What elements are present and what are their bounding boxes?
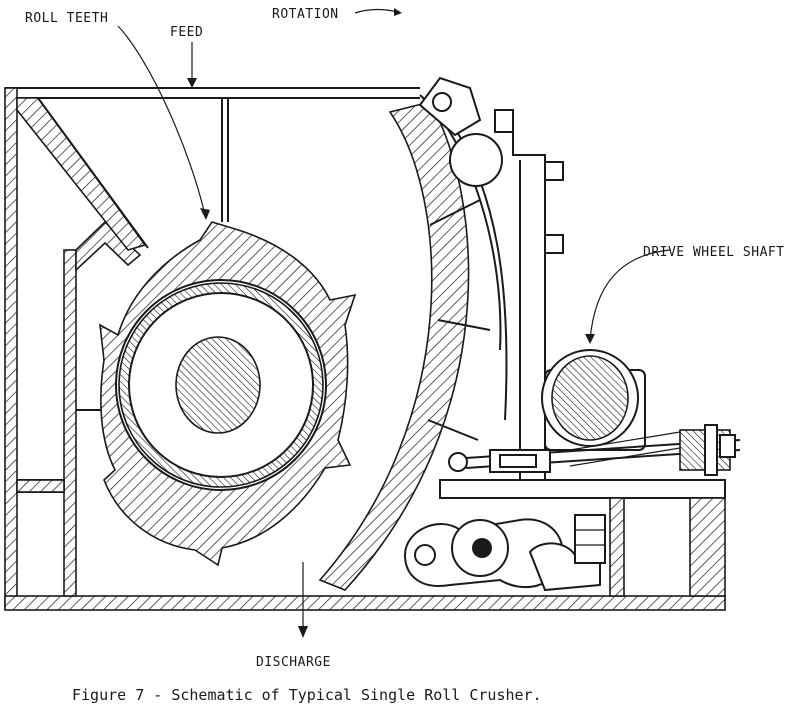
label-roll-teeth: ROLL TEETH [25, 11, 108, 26]
crushing-roll [99, 221, 357, 567]
label-discharge: DISCHARGE [256, 655, 331, 670]
discharge-arrow [298, 562, 308, 638]
feed-chute-liner [16, 42, 229, 251]
rotation-arrow [354, 8, 402, 16]
breaker-plate [318, 76, 514, 591]
label-feed: FEED [170, 25, 203, 40]
tension-rod-spring [448, 424, 741, 476]
leader-lines [117, 25, 671, 344]
drive-wheel [541, 349, 646, 451]
label-rotation: ROTATION [272, 7, 339, 22]
figure-caption: Figure 7 - Schematic of Typical Single R… [72, 686, 542, 704]
right-frame [439, 132, 726, 597]
lower-linkage [403, 514, 606, 592]
housing-frame [4, 87, 726, 611]
label-drive-wheel-shaft: DRIVE WHEEL SHAFT [643, 245, 785, 260]
